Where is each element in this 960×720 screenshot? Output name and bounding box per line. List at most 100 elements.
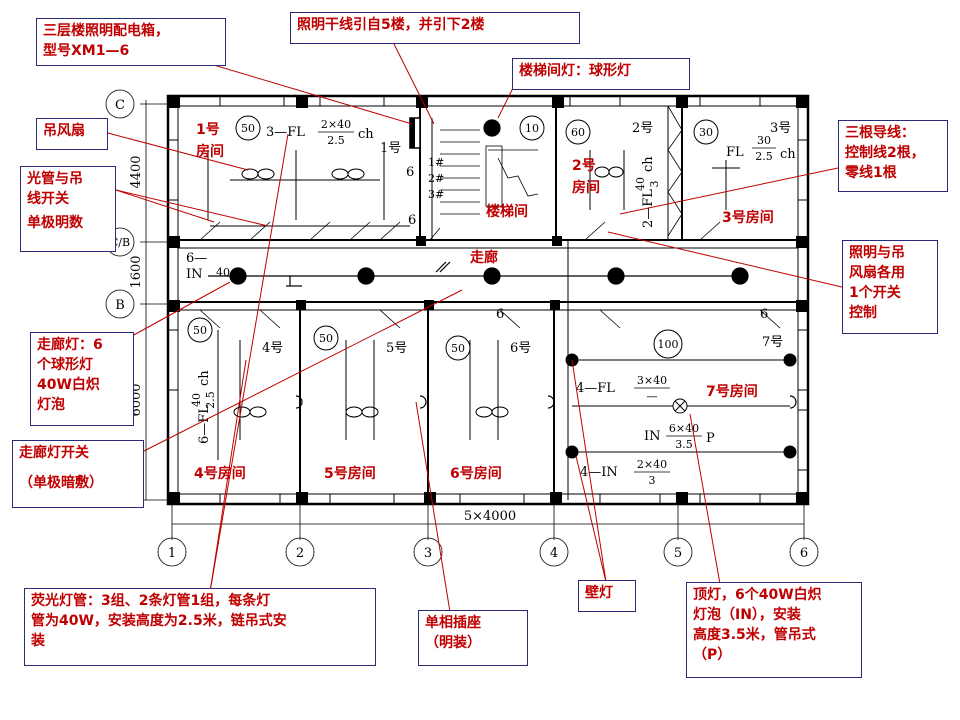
fx-num6-b: 6 [408, 213, 416, 228]
callout-fluorescent-line2: 管为40W，安装高度为2.5米，链吊式安 [31, 613, 287, 629]
fx-r4-den: 2.5 [204, 391, 217, 409]
fx-r7-num: 3×40 [637, 374, 667, 387]
callout-fan-switch-line2: 风扇各用 [849, 265, 905, 281]
socket-icon [419, 395, 427, 409]
callout-corridor-switch-text: 走廊灯开关 [19, 445, 89, 461]
wall-lamp-icon [783, 353, 797, 367]
callout-tube-switch-line2: 线开关 [27, 191, 69, 207]
callout-three-wires-line3: 零线1根 [845, 165, 897, 181]
fx-r4-num: 40 [190, 393, 203, 407]
wall-lamp-icon [783, 445, 797, 459]
axis-col-6: 6 [800, 546, 808, 561]
callout-corridor-lamp-line3: 40W白炽 [37, 377, 100, 393]
area-r5: 50 [319, 332, 333, 345]
callout-wall-lamp: 壁灯 [578, 580, 636, 612]
fx-r3-den: 2.5 [755, 150, 773, 163]
stair-mark-2: 2# [428, 172, 444, 185]
axis-row-b: B [115, 298, 125, 313]
fx-corr-in: 6— [186, 251, 207, 266]
axis-col-3: 3 [424, 546, 432, 561]
callout-ceiling-lamp-line2: 灯泡（IN），安装 [693, 607, 801, 623]
fx-corr-in2: IN [186, 267, 203, 282]
room2-label-b: 房间 [572, 179, 600, 196]
fx-r7-in2-den: 3 [649, 474, 656, 487]
fx-r4-suffix: ch [197, 370, 212, 386]
callout-trunk-text: 照明干线引自5楼，并引下2楼 [297, 17, 485, 33]
callout-corridor-lamp-line2: 个球形灯 [37, 357, 93, 373]
fx-r1-suffix: ch [358, 127, 374, 142]
corridor-lamps [208, 119, 749, 287]
fx-r7-fl: 4—FL [576, 381, 615, 396]
callout-ceiling-lamp-line3: 高度3.5米，管吊式 [693, 627, 816, 643]
fx-r7-in2: 4—IN [580, 465, 618, 480]
callout-ceiling-lamp-line1: 顶灯，6个40W白炽 [693, 587, 822, 603]
callout-corridor-switch: 走廊灯开关 （单极暗敷） [12, 440, 144, 508]
wall-lamp-icon [565, 445, 579, 459]
corridor-lamp-icon [483, 267, 501, 285]
fx-r1-den: 2.5 [327, 134, 345, 147]
area-r2: 60 [571, 126, 585, 139]
corridor-lamp-icon [229, 267, 247, 285]
corridor-lamp-icon [731, 267, 749, 285]
fx-r2-num: 40 [634, 177, 647, 191]
callout-panel: 三层楼照明配电箱， 型号XM1—6 [36, 18, 226, 66]
callout-single-pole-exposed: 单极明数 [27, 215, 83, 231]
fx-num6-c: 6 [496, 307, 504, 322]
fx-r2-den: 3 [648, 181, 661, 188]
room7-mark: 7号 [762, 335, 783, 350]
stair-mark-3: 3# [428, 188, 444, 201]
area-r4: 50 [193, 324, 207, 337]
fx-corr-num: 40 [216, 266, 230, 279]
room5-mark: 5号 [386, 341, 407, 356]
fx-r7-in-suffix: P [706, 431, 715, 446]
callout-socket-line2: （明装） [425, 635, 481, 651]
callout-fan: 吊风扇 [36, 118, 108, 150]
callout-ceiling-lamp: 顶灯，6个40W白炽 灯泡（IN），安装 高度3.5米，管吊式 （P） [686, 582, 862, 678]
callout-fan-switch-line1: 照明与吊 [849, 245, 905, 261]
callout-corridor-lamp: 走廊灯：6 个球形灯 40W白炽 灯泡 [30, 332, 134, 426]
dim-horizontal: 5×4000 [464, 509, 516, 524]
fx-r1-fl: 3—FL [266, 125, 305, 140]
fx-r7-in2-num: 2×40 [637, 458, 667, 471]
stair-label: 楼梯间 [486, 203, 528, 220]
fx-r3-suffix: ch [780, 147, 796, 162]
corridor-lamp-icon [607, 267, 625, 285]
socket-icon [547, 395, 555, 409]
area-stair: 10 [525, 122, 539, 135]
fx-r2-suffix: ch [641, 156, 656, 172]
callout-stair-lamp-text: 楼梯间灯：球形灯 [519, 63, 631, 79]
callout-stair-lamp: 楼梯间灯：球形灯 [512, 58, 690, 90]
room3-label: 3号房间 [722, 209, 774, 226]
area-r6: 50 [451, 342, 465, 355]
fx-r7-in: IN [644, 429, 661, 444]
room2-top-label: 2号 [632, 121, 653, 136]
fx-num6-d: 6 [760, 307, 768, 322]
callout-fan-switch: 照明与吊 风扇各用 1个开关 控制 [842, 240, 938, 334]
room6-mark: 6号 [510, 341, 531, 356]
axis-col-2: 2 [296, 546, 304, 561]
room1-label: 1号 [196, 122, 220, 138]
callout-corridor-lamp-line4: 灯泡 [37, 397, 65, 413]
fx-r3-fl: FL [726, 145, 744, 160]
socket-icon [295, 395, 303, 409]
dim-mid: 1600 [129, 255, 144, 288]
leader-lines [103, 43, 847, 613]
dim-top: 4400 [129, 155, 144, 188]
socket-icon [789, 395, 797, 409]
room4-label: 4号房间 [194, 465, 246, 482]
callout-socket-line1: 单相插座 [425, 615, 481, 631]
room7-label: 7号房间 [706, 383, 758, 400]
callout-ceiling-lamp-line4: （P） [693, 647, 732, 663]
fx-r7-in-num: 6×40 [669, 422, 699, 435]
room3-top-label: 3号 [770, 121, 791, 136]
callout-fan-switch-line4: 控制 [849, 305, 877, 321]
fx-r3-num: 30 [757, 134, 771, 147]
callout-fluorescent-line1: 荧光灯管：3组、2条灯管1组，每条灯 [31, 593, 271, 609]
room4-mark: 4号 [262, 341, 283, 356]
fx-num6-a: 6 [406, 165, 414, 180]
callout-socket: 单相插座 （明装） [418, 610, 528, 666]
area-r3: 30 [699, 126, 713, 139]
callout-three-wires: 三根导线： 控制线2根， 零线1根 [838, 120, 948, 192]
callout-panel-line1: 三层楼照明配电箱， [43, 23, 169, 39]
